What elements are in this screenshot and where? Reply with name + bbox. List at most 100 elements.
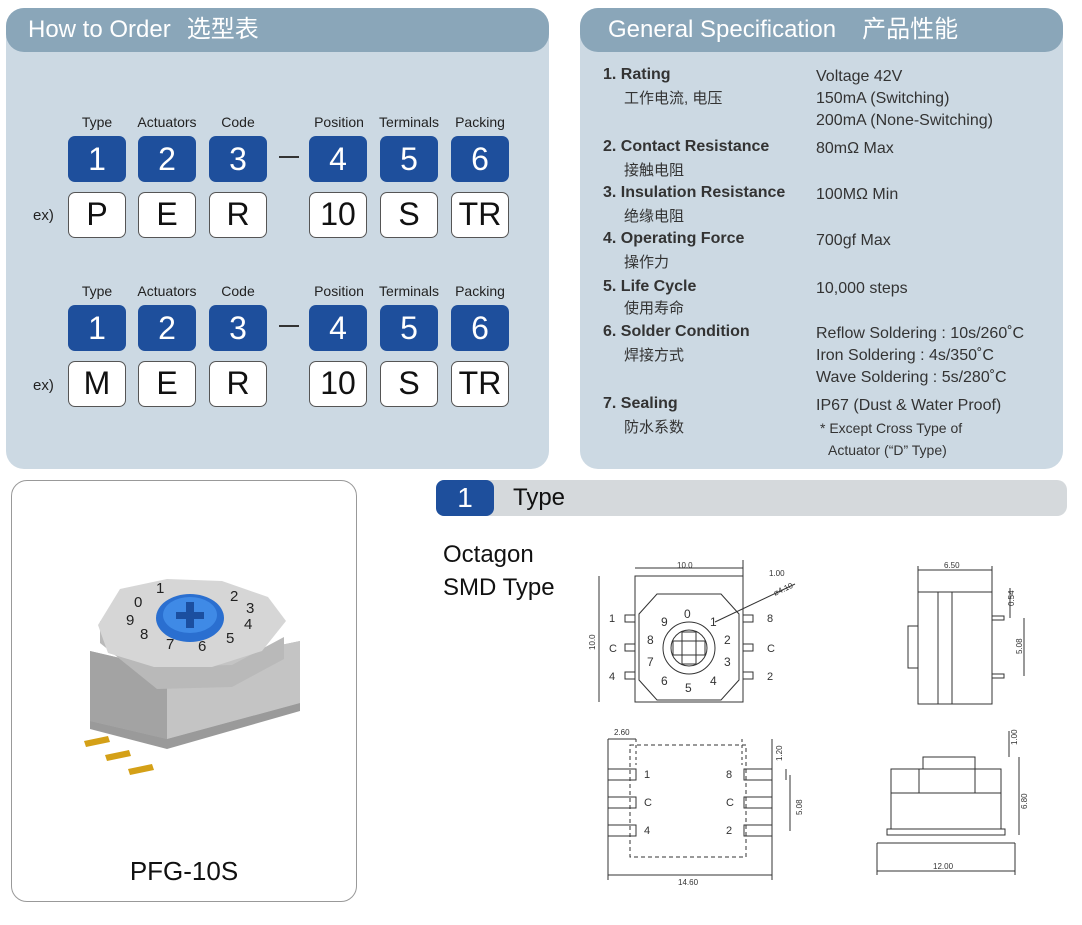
spec-title-cn: 产品性能 bbox=[862, 16, 959, 43]
code-cell-actuators: 2 bbox=[138, 136, 196, 182]
spec-label-cn: 焊接方式 bbox=[624, 347, 685, 364]
type-description: Octagon SMD Type bbox=[443, 538, 555, 604]
product-photo-switch: 2 3 4 5 6 7 8 9 0 1 bbox=[84, 579, 300, 775]
dim-pin: 0.54 bbox=[1007, 590, 1016, 606]
pin-label: C bbox=[767, 643, 775, 655]
dial-mark: 8 bbox=[647, 633, 654, 647]
pin-label: 8 bbox=[726, 769, 732, 781]
header-terminals: Terminals bbox=[379, 283, 439, 299]
code-cell-code: 3 bbox=[209, 136, 267, 182]
dial-digit: 6 bbox=[198, 638, 206, 655]
spec-value: 100MΩ Min bbox=[816, 186, 899, 203]
spec-label: 6. Solder Condition bbox=[603, 323, 750, 340]
header-type: Type bbox=[81, 114, 113, 130]
pin-label: C bbox=[609, 643, 617, 655]
spec-value: Reflow Soldering : 10s/260˚C Iron Solder… bbox=[816, 325, 1025, 386]
example2-actuators: E bbox=[138, 361, 196, 407]
code-cell-packing: 6 bbox=[451, 305, 509, 351]
spec-label: 7. Sealing bbox=[603, 395, 678, 412]
dim-top: 1.00 bbox=[1010, 729, 1019, 745]
code-cell-packing: 6 bbox=[451, 136, 509, 182]
dial-digit: 7 bbox=[166, 636, 174, 653]
header-code: Code bbox=[221, 283, 255, 299]
dial-digit: 2 bbox=[230, 588, 238, 605]
example2-terminals: S bbox=[380, 361, 438, 407]
header-packing: Packing bbox=[455, 114, 505, 130]
dim-pad-height: 1.20 bbox=[775, 745, 784, 761]
type-section-bar: 1 Type bbox=[436, 480, 1067, 516]
spec-label-cn: 防水系数 bbox=[624, 419, 685, 436]
header-position: Position bbox=[314, 283, 364, 299]
spec-value: Voltage 42V 150mA (Switching) 200mA (Non… bbox=[816, 68, 993, 129]
dim-width: 10.0 bbox=[677, 561, 693, 570]
dim-diameter: ø4.10 bbox=[772, 581, 795, 598]
dim-total: 14.60 bbox=[678, 878, 699, 887]
code-cell-terminals: 5 bbox=[380, 305, 438, 351]
dial-digit: 5 bbox=[226, 630, 234, 647]
code-cell-type: 1 bbox=[68, 305, 126, 351]
dial-mark: 5 bbox=[685, 681, 692, 695]
example2-position: 10 bbox=[309, 361, 367, 407]
example1-position: 10 bbox=[309, 192, 367, 238]
dial-mark: 0 bbox=[684, 607, 691, 621]
pin-label: 1 bbox=[609, 613, 615, 625]
header-type: Type bbox=[81, 283, 113, 299]
code-separator bbox=[279, 156, 299, 158]
type-description-line: SMD Type bbox=[443, 574, 555, 601]
spec-label-cn: 操作力 bbox=[624, 254, 670, 271]
dim-pitch: 5.08 bbox=[795, 799, 804, 815]
dim-pad: 2.60 bbox=[614, 728, 630, 737]
spec-label-cn: 工作电流, 电压 bbox=[624, 90, 723, 107]
header-terminals: Terminals bbox=[379, 114, 439, 130]
dial-digit: 4 bbox=[244, 616, 252, 633]
dim-height: 10.0 bbox=[588, 634, 597, 650]
spec-value: 10,000 steps bbox=[816, 280, 908, 297]
dial-digit: 9 bbox=[126, 612, 134, 629]
dial-digit: 1 bbox=[156, 580, 164, 597]
example1-type: P bbox=[68, 192, 126, 238]
dial-mark: 6 bbox=[661, 674, 668, 688]
example1-code: R bbox=[209, 192, 267, 238]
dial-mark: 3 bbox=[724, 655, 731, 669]
spec-label-cn: 接触电阻 bbox=[624, 162, 685, 179]
code-separator bbox=[279, 325, 299, 327]
spec-label: 1. Rating bbox=[603, 66, 671, 83]
spec-label: 4. Operating Force bbox=[603, 230, 745, 247]
spec-label: 2. Contact Resistance bbox=[603, 138, 770, 155]
dial-mark: 2 bbox=[724, 633, 731, 647]
pin-label: 1 bbox=[644, 769, 650, 781]
example2-packing: TR bbox=[451, 361, 509, 407]
header-position: Position bbox=[314, 114, 364, 130]
example1-terminals: S bbox=[380, 192, 438, 238]
dial-digit: 0 bbox=[134, 594, 142, 611]
header-actuators: Actuators bbox=[137, 114, 197, 130]
how-to-order-title-cn: 选型表 bbox=[186, 16, 259, 43]
header-code: Code bbox=[221, 114, 255, 130]
example1-packing: TR bbox=[451, 192, 509, 238]
code-cell-position: 4 bbox=[309, 305, 367, 351]
spec-label-cn: 绝缘电阻 bbox=[624, 208, 685, 225]
dial-mark: 7 bbox=[647, 655, 654, 669]
code-cell-type: 1 bbox=[68, 136, 126, 182]
type-section-label: Type bbox=[513, 484, 566, 511]
dial-mark: 4 bbox=[710, 674, 717, 688]
spec-value: IP67 (Dust & Water Proof) * Except Cross… bbox=[816, 397, 1002, 458]
type-section-number: 1 bbox=[436, 480, 494, 516]
code-cell-code: 3 bbox=[209, 305, 267, 351]
product-name: PFG-10S bbox=[129, 856, 239, 886]
pin-label: C bbox=[644, 797, 652, 809]
code-cell-terminals: 5 bbox=[380, 136, 438, 182]
header-packing: Packing bbox=[455, 283, 505, 299]
pin-label: C bbox=[726, 797, 734, 809]
spec-label: 3. Insulation Resistance bbox=[603, 184, 786, 201]
type-description-line: Octagon bbox=[443, 541, 534, 568]
dial-digit: 8 bbox=[140, 626, 148, 643]
example2-code: R bbox=[209, 361, 267, 407]
dim-width: 6.50 bbox=[944, 561, 960, 570]
side-view-drawing: 6.50 0.54 5.08 bbox=[907, 561, 1025, 705]
dial-mark: 1 bbox=[710, 615, 717, 629]
pin-label: 8 bbox=[767, 613, 773, 625]
top-view-drawing: 10.0 10.0 1.00 ø4.10 0 1 2 3 4 5 6 7 8 9… bbox=[588, 560, 796, 703]
